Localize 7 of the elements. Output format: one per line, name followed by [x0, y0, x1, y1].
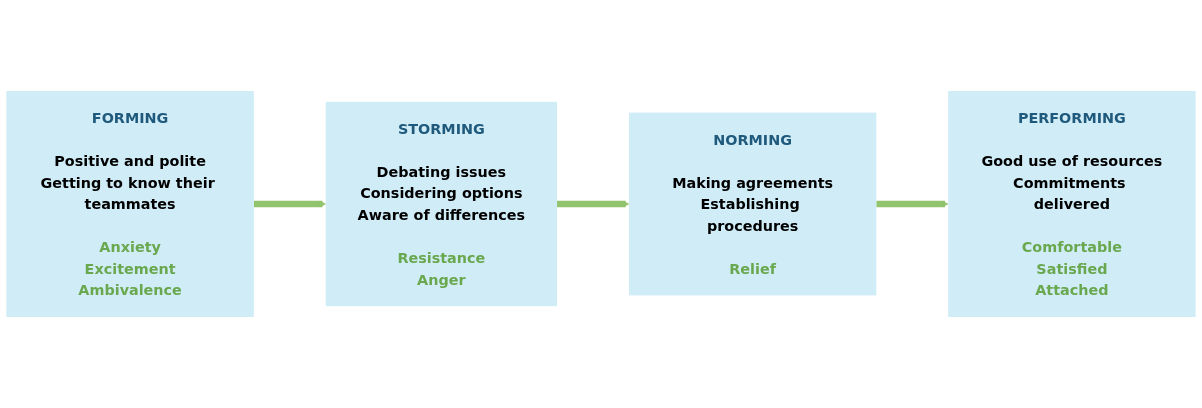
arrow [253, 200, 326, 208]
node-box: PERFORMING Good use of resources Commitments delivered Comfortable Satisfied Attached [948, 91, 1196, 317]
node-box: NORMING Making agreements Establishing procedures Relief [628, 112, 877, 296]
arrow [557, 200, 630, 208]
node-box: STORMING Debating issues Considering options Aware of differences Resistance Anger [325, 101, 558, 307]
arrow [876, 200, 949, 208]
node-box: FORMING Positive and polite Getting to know their teammates Anxiety Excitement Ambivalence [6, 91, 254, 317]
